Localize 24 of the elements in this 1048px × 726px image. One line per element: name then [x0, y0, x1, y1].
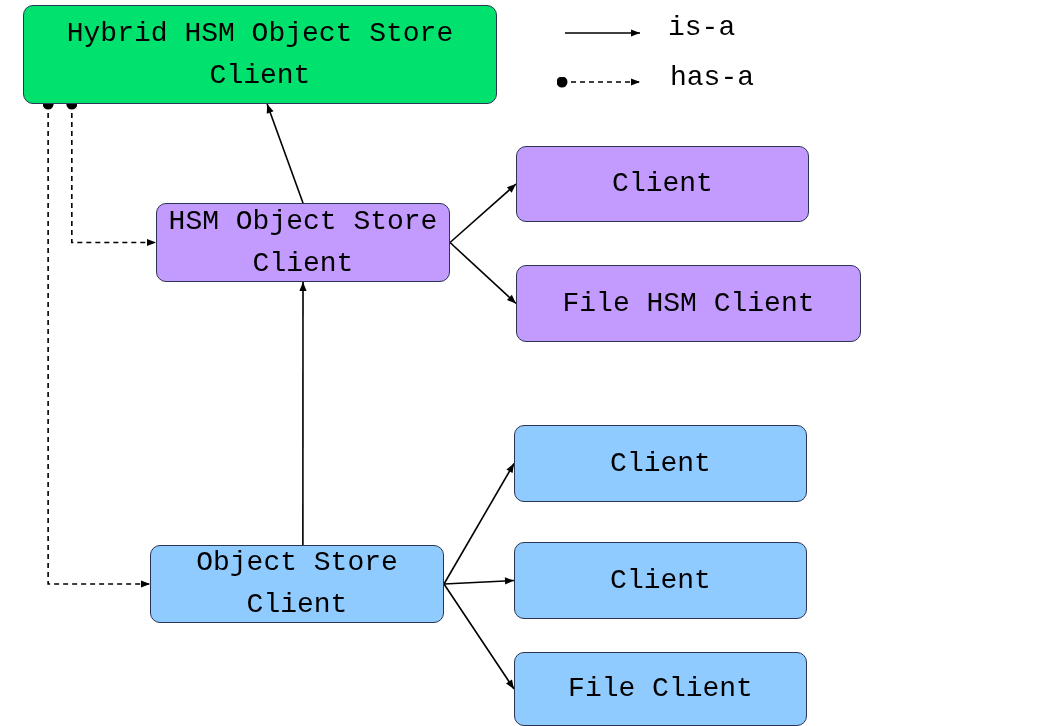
- arrow: [299, 281, 307, 546]
- class-box: [150, 545, 444, 623]
- class-box: [516, 146, 809, 222]
- legend-label: has-a: [670, 62, 754, 93]
- class-box: [514, 425, 807, 502]
- class-box: [514, 542, 807, 619]
- class-name: File Client: [568, 672, 753, 706]
- arrow: [449, 183, 517, 244]
- arrow: [443, 462, 515, 585]
- arrow: [449, 241, 517, 305]
- class-name: Hybrid HSM Object Store Client: [65, 16, 455, 93]
- class-name: Client: [612, 167, 713, 201]
- class-box: [23, 5, 497, 104]
- class-name: Client: [610, 563, 711, 598]
- class-name: Client: [610, 446, 711, 481]
- class-box: [514, 652, 807, 726]
- class-name: Object Store Client: [195, 546, 399, 622]
- arrow: [443, 583, 515, 690]
- legend-label: is-a: [668, 12, 736, 43]
- class-name: File HSM Client: [562, 286, 815, 321]
- arrow: [443, 577, 515, 585]
- class-box: [516, 265, 861, 342]
- class-name: HSM Object Store Client: [167, 204, 439, 281]
- arrow: [266, 103, 304, 204]
